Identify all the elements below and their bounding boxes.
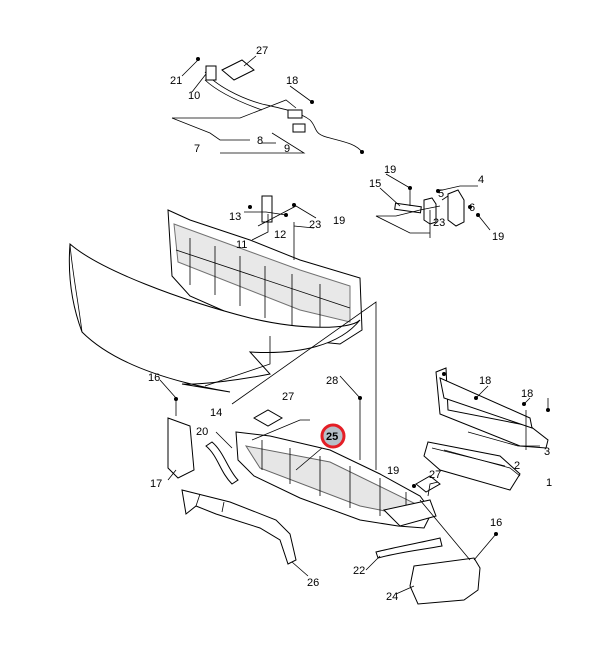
- callout-18-top: 18: [286, 75, 298, 87]
- callout-23-right: 23: [433, 217, 445, 229]
- callout-28: 28: [326, 375, 338, 387]
- callout-11: 11: [236, 239, 247, 251]
- grille-support-frame: [167, 195, 363, 345]
- callout-12: 12: [274, 229, 286, 241]
- callout-18-bracket-left: 18: [479, 375, 491, 387]
- callout-labels: 27 21 18 10 8 9 7 19 15 5 4 6 23 19 13 1…: [148, 45, 552, 603]
- upper-center-parts: [375, 185, 480, 238]
- callout-20: 20: [196, 426, 208, 438]
- lower-right-parts: [375, 475, 498, 605]
- callout-13: 13: [229, 211, 241, 223]
- highlight-marker: [320, 423, 346, 449]
- left-side-parts: [167, 397, 297, 565]
- callout-19-left: 19: [333, 215, 345, 227]
- callout-17: 17: [150, 478, 162, 490]
- callout-23-left: 23: [309, 219, 321, 231]
- callout-26: 26: [307, 577, 319, 589]
- callout-9: 9: [284, 143, 290, 155]
- callout-4: 4: [478, 174, 484, 186]
- callout-10: 10: [188, 90, 200, 102]
- callout-1: 1: [546, 477, 552, 489]
- callout-18-bracket-right: 18: [521, 388, 533, 400]
- callout-16-right: 16: [490, 517, 502, 529]
- callout-21: 21: [170, 75, 182, 87]
- callout-27-mid: 27: [282, 391, 294, 403]
- callout-16-left: 16: [148, 372, 160, 384]
- callout-7: 7: [194, 143, 200, 155]
- callout-19-center-top: 19: [384, 164, 396, 176]
- callout-15: 15: [369, 178, 381, 190]
- callout-5: 5: [438, 188, 444, 200]
- callout-19-right: 19: [492, 231, 504, 243]
- front-bumper: [235, 396, 437, 529]
- callout-25[interactable]: 25: [326, 431, 338, 443]
- callout-14: 14: [210, 407, 222, 419]
- leader-lines: [159, 55, 549, 595]
- callout-6: 6: [469, 202, 475, 214]
- callout-3: 3: [544, 446, 550, 458]
- callout-8: 8: [257, 135, 263, 147]
- callout-19-lower: 19: [387, 465, 399, 477]
- bumper-bracket: [423, 367, 550, 491]
- grille-panel: [68, 242, 377, 470]
- callout-24: 24: [386, 591, 398, 603]
- callout-27-top: 27: [256, 45, 268, 57]
- callout-2: 2: [514, 460, 520, 472]
- callout-27-lower: 27: [429, 469, 441, 481]
- callout-22: 22: [353, 565, 365, 577]
- wiring-harness: [171, 57, 364, 154]
